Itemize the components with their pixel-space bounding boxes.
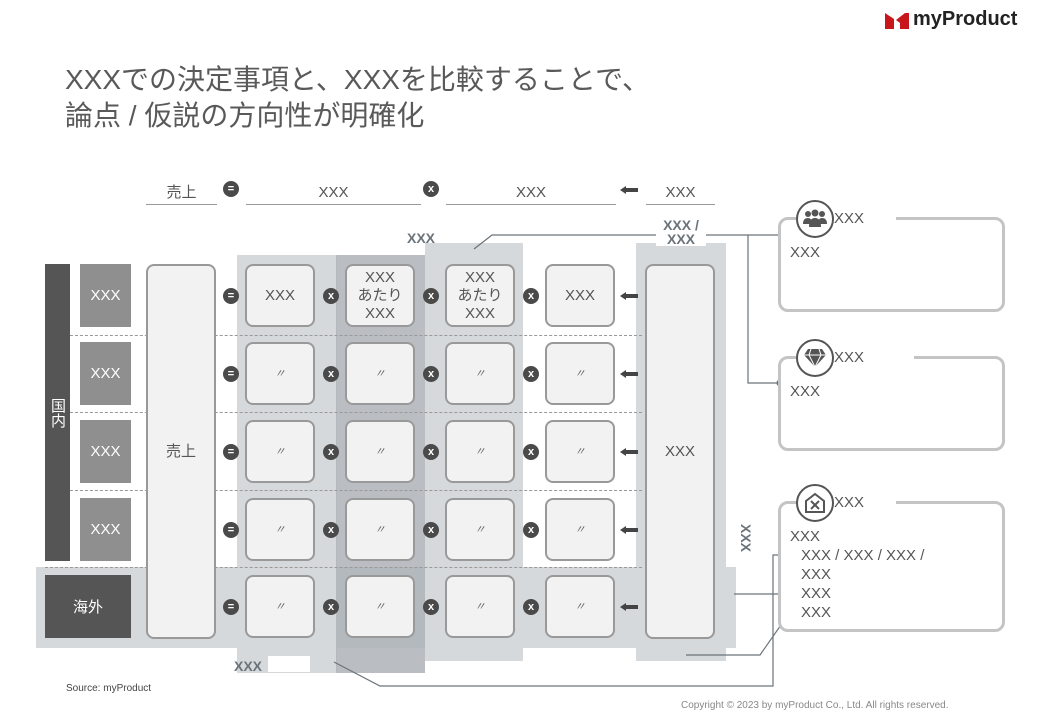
grid-card: 〃 — [445, 342, 515, 405]
diamond-icon — [796, 339, 834, 377]
info-box-2-title: XXX — [834, 349, 914, 366]
grid-card: 〃 — [445, 498, 515, 561]
times-icon: x — [523, 288, 539, 304]
formula-sales: 売上 — [146, 183, 217, 205]
row-label: XXX — [80, 264, 131, 327]
logo-mark-icon — [885, 12, 909, 29]
title-line-1: XXXでの決定事項と、XXXを比較することで、 — [65, 64, 650, 95]
arrow-left-icon — [620, 526, 638, 534]
arrow-left-icon — [620, 603, 638, 611]
equals-icon: = — [223, 366, 239, 382]
times-icon: x — [523, 444, 539, 460]
times-icon: x — [423, 181, 439, 197]
equals-icon: = — [223, 444, 239, 460]
grid-card: 〃 — [345, 575, 415, 638]
grid-card: 〃 — [445, 575, 515, 638]
times-icon: x — [523, 522, 539, 538]
grid-card: 〃 — [445, 420, 515, 483]
times-icon: x — [323, 444, 339, 460]
source-note: Source: myProduct — [66, 683, 152, 694]
grid-card: XXX — [245, 264, 315, 327]
times-icon: x — [423, 599, 439, 615]
times-icon: x — [323, 522, 339, 538]
arrow-left-icon — [620, 186, 638, 194]
result-card: XXX — [645, 264, 715, 639]
grid-card: 〃 — [545, 342, 615, 405]
grid-card: 〃 — [545, 420, 615, 483]
info-box-3-bullet: XXX — [801, 585, 832, 602]
arrow-left-icon — [620, 292, 638, 300]
grid-card: 〃 — [545, 498, 615, 561]
info-box-3-text: XXX — [790, 528, 821, 545]
times-icon: x — [323, 288, 339, 304]
equals-icon: = — [223, 181, 239, 197]
annotation-top-right: XXX / XXX — [656, 218, 706, 246]
equals-icon: = — [223, 599, 239, 615]
row-label: XXX — [80, 498, 131, 561]
grid-card: 〃 — [245, 342, 315, 405]
info-box-1-title: XXX — [834, 210, 896, 227]
info-box-1 — [778, 217, 1005, 312]
times-icon: x — [423, 522, 439, 538]
sales-card: 売上 — [146, 264, 216, 639]
logo-text: myProduct — [913, 8, 1018, 30]
copyright: Copyright © 2023 by myProduct Co., Ltd. … — [681, 700, 949, 711]
grid-card: XXX あたり XXX — [445, 264, 515, 327]
info-box-3-bullet-cont: XXX — [801, 566, 832, 583]
formula-term-2: XXX — [446, 183, 616, 205]
formula-term-3: XXX — [646, 183, 715, 205]
annotation-vertical: XXX — [738, 524, 754, 553]
times-icon: x — [523, 599, 539, 615]
times-icon: x — [523, 366, 539, 382]
times-icon: x — [423, 288, 439, 304]
equals-icon: = — [223, 522, 239, 538]
row-label: XXX — [80, 342, 131, 405]
overseas-label: 海外 — [45, 575, 131, 638]
times-icon: x — [323, 366, 339, 382]
grid-card: 〃 — [545, 575, 615, 638]
arrow-left-icon — [620, 370, 638, 378]
grid-card: 〃 — [245, 575, 315, 638]
grid-card: 〃 — [345, 420, 415, 483]
page-title: XXXでの決定事項と、XXXを比較することで、 論点 / 仮説の方向性が明確化 — [65, 62, 650, 134]
annotation-top-center: XXX — [407, 230, 436, 246]
row-divider — [45, 567, 642, 568]
row-label: XXX — [80, 420, 131, 483]
info-box-3-bullet: XXX / XXX / XXX / — [801, 547, 925, 564]
grid-card: 〃 — [345, 342, 415, 405]
info-box-3-bullet: XXX — [801, 604, 832, 621]
times-icon: x — [423, 366, 439, 382]
grid-card: XXX — [545, 264, 615, 327]
grid-card: 〃 — [245, 498, 315, 561]
arrow-left-icon — [620, 448, 638, 456]
logo: myProduct — [885, 8, 1017, 31]
row-divider — [45, 335, 642, 336]
equals-icon: = — [223, 288, 239, 304]
row-divider — [45, 490, 642, 491]
info-box-1-text: XXX — [790, 244, 821, 261]
info-box-3-title: XXX — [834, 494, 896, 511]
grid-card: XXX あたり XXX — [345, 264, 415, 327]
people-icon — [796, 200, 834, 238]
info-box-2-text: XXX — [790, 383, 821, 400]
title-line-2: 論点 / 仮説の方向性が明確化 — [65, 100, 425, 131]
domestic-label: 国内 — [45, 264, 70, 561]
grid-card: 〃 — [345, 498, 415, 561]
annotation-bottom-left: XXX — [234, 658, 263, 674]
grid-card: 〃 — [245, 420, 315, 483]
house-tools-icon — [796, 484, 834, 522]
times-icon: x — [423, 444, 439, 460]
row-divider — [45, 412, 642, 413]
times-icon: x — [323, 599, 339, 615]
formula-term-1: XXX — [246, 183, 421, 205]
